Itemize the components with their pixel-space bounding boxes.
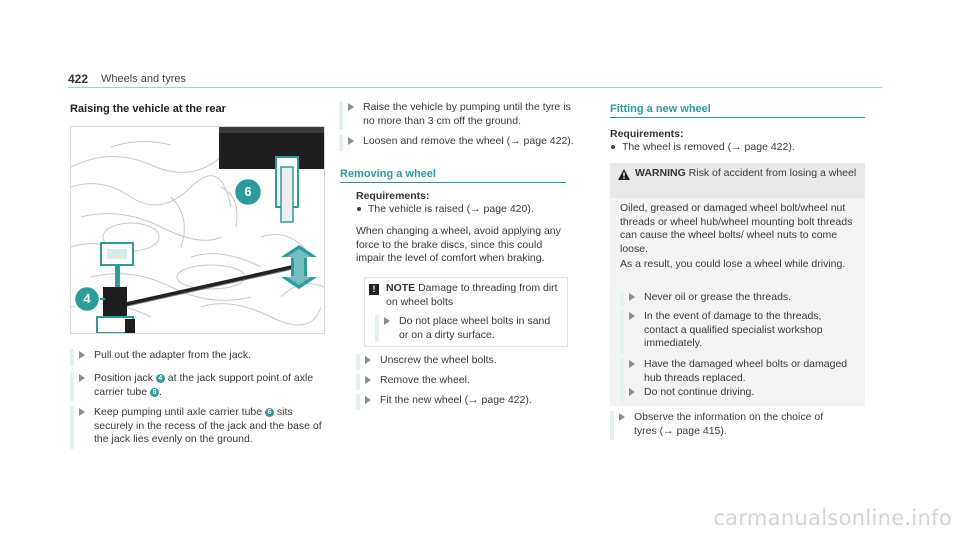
page-number: 422 — [68, 72, 89, 86]
step-text: Have the damaged wheel bolts or damaged … — [644, 358, 848, 384]
step-remove: Remove the wheel. — [356, 374, 566, 390]
warning-triangle-icon — [618, 169, 630, 180]
step-text: Do not continue driving. — [644, 386, 755, 398]
step-arrow-icon — [79, 374, 85, 382]
note-label: NOTE — [386, 282, 416, 294]
jack-illustration-svg — [71, 127, 324, 333]
step-text: Remove the wheel. — [380, 374, 470, 386]
callout-ref-6: 6 — [265, 408, 275, 417]
warning-step: Do not continue driving. — [620, 386, 855, 402]
step-text: Position jack 4 at the jack support poin… — [94, 372, 314, 398]
step-unscrew: Unscrew the wheel bolts. — [356, 354, 566, 370]
header-rule — [68, 87, 882, 88]
requirements-label: Requirements: — [356, 190, 430, 202]
step-arrow-icon — [629, 360, 635, 368]
step-arrow-icon — [629, 293, 635, 301]
warning-step: Never oil or grease the threads. — [620, 291, 855, 307]
step-arrow-icon — [365, 376, 371, 384]
step-arrow-icon — [79, 408, 85, 416]
bullet-icon — [611, 145, 615, 150]
warning-para2: As a result, you could lose a wheel whil… — [620, 258, 846, 270]
callout-ref-6: 6 — [150, 387, 160, 397]
step-text: Observe the information on the choice of… — [634, 411, 824, 437]
step-pull-adapter: Pull out the adapter from the jack. — [70, 349, 324, 365]
section-title-removing: Removing a wheel — [340, 168, 436, 180]
step-text: Loosen and remove the wheel (→ page 422)… — [363, 135, 574, 147]
step-text: In the event of damage to the threads, c… — [644, 310, 823, 349]
left-heading: Raising the vehicle at the rear — [70, 103, 226, 115]
note-text: NOTE Damage to threading from dirt on wh… — [386, 282, 558, 308]
callout-6: 6 — [244, 184, 252, 199]
step-text: Pull out the adapter from the jack. — [94, 349, 252, 361]
step-arrow-icon — [348, 103, 354, 111]
step-arrow-icon — [365, 396, 371, 404]
step-no-sand: Do not place wheel bolts in sand or on a… — [375, 315, 560, 342]
callout-ref-4: 4 — [155, 374, 165, 383]
removing-paragraph: When changing a wheel, avoid applying an… — [356, 225, 561, 264]
step-raise-vehicle: Raise the vehicle by pumping until the t… — [339, 101, 574, 130]
warning-para1: Oiled, greased or damaged wheel bolt/whe… — [620, 202, 853, 255]
section-title-fitting: Fitting a new wheel — [610, 103, 711, 115]
note-box: ! NOTE Damage to threading from dirt on … — [364, 277, 568, 347]
callout-4: 4 — [83, 291, 91, 306]
step-text: Raise the vehicle by pumping until the t… — [363, 101, 571, 127]
section-rule — [340, 182, 566, 184]
step-arrow-icon — [79, 351, 85, 359]
step-loosen-wheel: Loosen and remove the wheel (→ page 422)… — [339, 135, 584, 151]
bullet-icon — [357, 207, 361, 212]
warning-step: In the event of damage to the threads, c… — [620, 310, 855, 353]
warning-header — [610, 163, 865, 198]
warning-step: Have the damaged wheel bolts or damaged … — [620, 358, 855, 387]
step-arrow-icon — [619, 413, 625, 421]
warning-title: WARNING Risk of accident from losing a w… — [635, 167, 857, 179]
step-text: Keep pumping until axle carrier tube 6 s… — [94, 406, 322, 445]
requirement-item: The vehicle is raised (→ page 420). — [357, 203, 534, 217]
requirement-item: The wheel is removed (→ page 422). — [611, 141, 795, 155]
warning-box: WARNING Risk of accident from losing a w… — [610, 163, 865, 406]
step-keep-pumping: Keep pumping until axle carrier tube 6 s… — [70, 406, 324, 449]
step-arrow-icon — [629, 312, 635, 320]
section-rule — [610, 117, 865, 119]
step-observe-tyres: Observe the information on the choice of… — [610, 411, 855, 440]
notice-icon: ! — [369, 284, 379, 295]
step-text: Unscrew the wheel bolts. — [380, 354, 497, 366]
step-fit-new: Fit the new wheel (→ page 422). — [356, 394, 566, 410]
step-position-jack: Position jack 4 at the jack support poin… — [70, 372, 324, 401]
step-arrow-icon — [384, 317, 390, 325]
jack-illustration: 6 4 — [70, 126, 325, 334]
watermark: carmanualsonline.info — [713, 506, 952, 530]
step-arrow-icon — [365, 356, 371, 364]
step-text: Do not place wheel bolts in sand or on a… — [399, 315, 551, 341]
step-arrow-icon — [629, 388, 635, 396]
warning-label: WARNING — [635, 167, 686, 179]
step-text: Fit the new wheel (→ page 422). — [380, 394, 532, 406]
requirements-label: Requirements: — [610, 128, 684, 140]
page-title: Wheels and tyres — [101, 73, 186, 85]
step-arrow-icon — [348, 137, 354, 145]
step-text: Never oil or grease the threads. — [644, 291, 792, 303]
